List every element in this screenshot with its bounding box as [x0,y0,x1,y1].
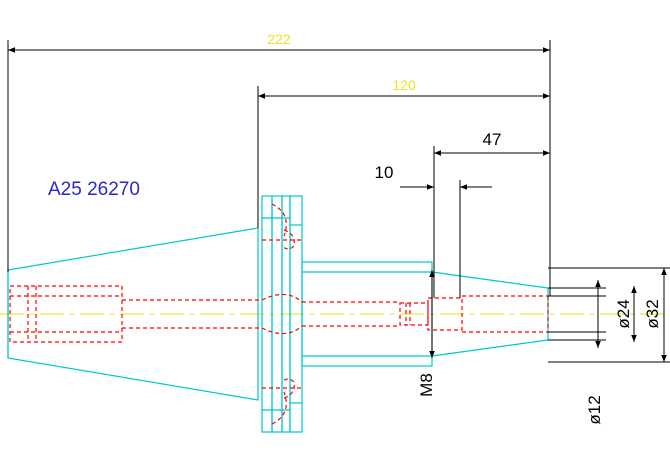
hidden-bore [9,203,549,425]
dimension-lines [7,40,670,363]
dim-222-text: 222 [267,31,291,47]
dim-32-text: ø32 [643,299,662,328]
dim-m8-text: M8 [417,373,436,397]
dim-24-text: ø24 [614,299,633,328]
dim-47-text: 47 [483,130,502,149]
dim-10-text: 10 [375,163,394,182]
part-label: A25 26270 [48,179,140,200]
dim-12-text: ø12 [585,395,604,424]
dim-120-text: 120 [392,77,416,93]
